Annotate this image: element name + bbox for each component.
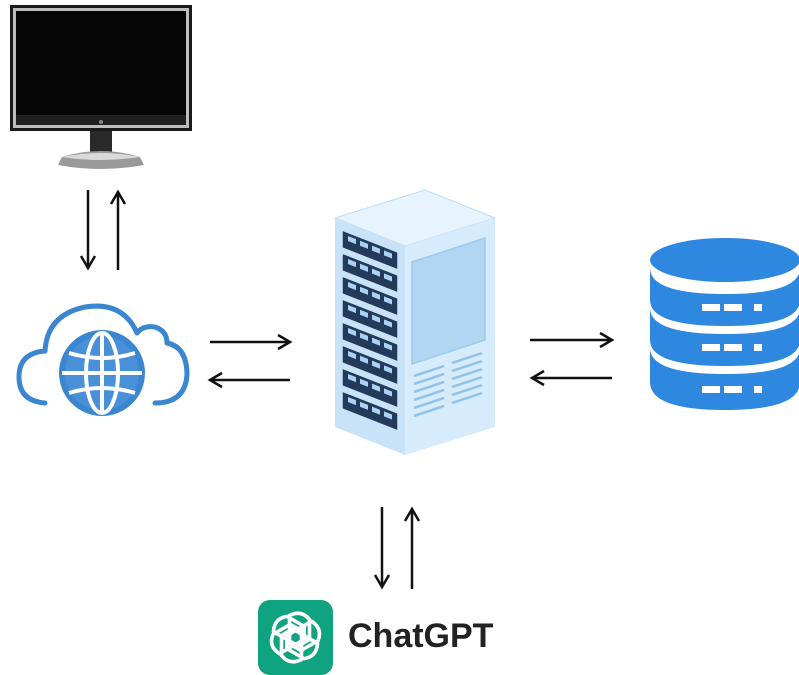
server-drive-light: [372, 268, 380, 277]
logo-petal: [271, 614, 307, 648]
server-drive-light: [360, 309, 368, 318]
server-drive-light: [360, 263, 368, 272]
server-drive-light: [348, 373, 356, 383]
chatgpt-label: ChatGPT: [348, 617, 494, 655]
server-drive-light: [384, 273, 392, 282]
server-drive-light: [372, 314, 380, 323]
server-drive-light: [348, 281, 356, 291]
cloud-server-arrows: [207, 330, 293, 389]
server-drive-light: [384, 319, 392, 328]
server-drive-light: [372, 245, 380, 254]
server-drive-light: [384, 342, 392, 351]
server-drive-light: [372, 291, 380, 300]
server-drive-light: [360, 401, 368, 410]
cloud-globe-icon: [15, 285, 190, 425]
server-drive-light: [348, 396, 356, 406]
server-drive-light: [372, 383, 380, 392]
server-drive-light: [384, 250, 392, 259]
server-drive-light: [348, 350, 356, 360]
server-drive-light: [384, 388, 392, 397]
server-drive-light: [372, 337, 380, 346]
openai-logo-icon: [258, 600, 333, 675]
monitor-cloud-arrows: [78, 188, 128, 273]
server-drive-light: [360, 355, 368, 364]
monitor-icon: [10, 5, 200, 173]
server-drive-light: [372, 360, 380, 369]
server-rack-icon: [330, 189, 500, 455]
server-drive-light: [384, 411, 392, 420]
server-drive-light: [372, 406, 380, 415]
server-drive-light: [348, 235, 356, 245]
server-drive-light: [360, 286, 368, 295]
database-icon: [650, 238, 799, 413]
server-drive-light: [384, 365, 392, 374]
server-drive-light: [360, 332, 368, 341]
server-database-arrows: [528, 330, 618, 387]
server-drive-light: [360, 240, 368, 249]
server-drive-light: [360, 378, 368, 387]
server-drive-light: [348, 327, 356, 337]
server-drive-light: [348, 304, 356, 314]
server-drive-light: [348, 258, 356, 268]
server-chatgpt-arrows: [370, 505, 425, 590]
server-drive-light: [384, 296, 392, 305]
